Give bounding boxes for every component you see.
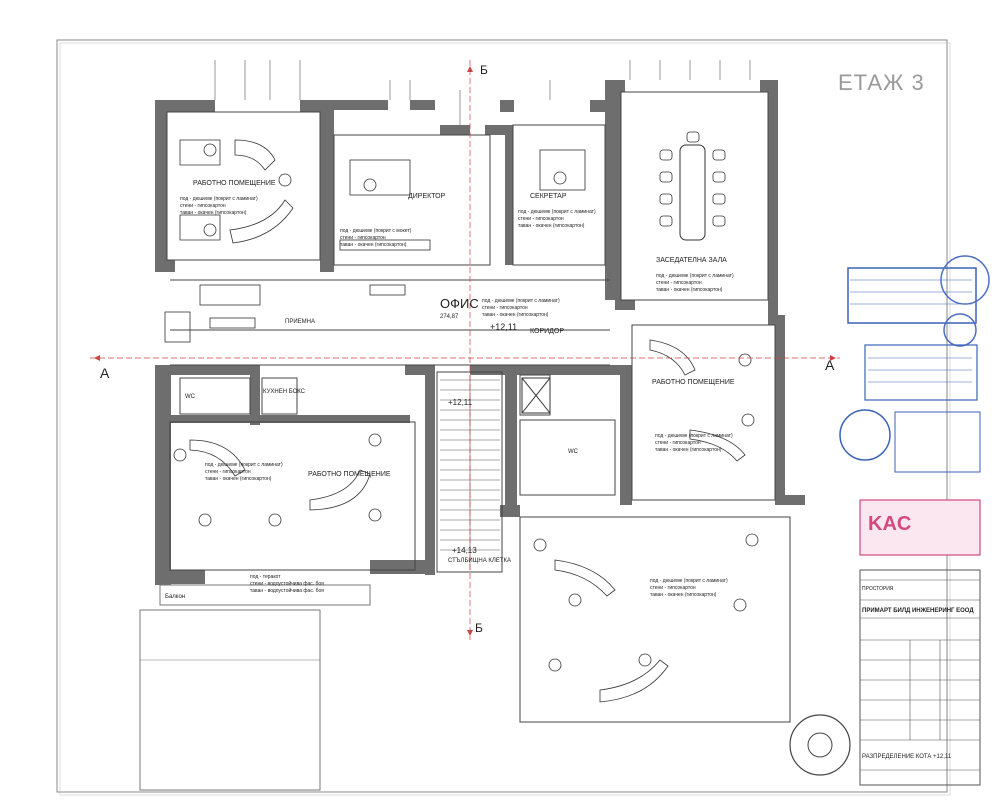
balcony-line3: таван - водоустойчива фас. боя: [250, 587, 324, 594]
balcony-line2: стени - водоустойчива фас. боя: [250, 580, 324, 587]
exterior-walls: [155, 80, 805, 585]
stamp-blue-seal-2: [943, 313, 977, 347]
stamp-blue-3: [894, 411, 981, 473]
seal-g: [789, 714, 851, 776]
work-room-sw-line3: таван - окачен (гипсокартон): [205, 476, 272, 482]
south-work-line1: под - дюшеме (покрит с ламинат): [650, 578, 728, 584]
drawing-frame: [56, 39, 948, 793]
section-markers: [94, 66, 836, 636]
work-room-nw-line1: под - дюшемe (покрит с ламинат): [180, 196, 258, 202]
section-lines: [90, 60, 840, 640]
work-room-sw-line1: под - дюшеме (покрит с ламинат): [205, 462, 283, 468]
adjacent-building: [139, 609, 321, 791]
meeting-line2: стени - гипсокартон: [656, 280, 702, 286]
work-room-sw-name: РАБОТНО ПОМЕЩЕНИЕ: [308, 471, 391, 478]
south-work-line2: стени - гипсокартон: [650, 585, 696, 591]
work-room-sw-line2: стени - гипсокартон: [205, 469, 251, 475]
kitchen-name: КУХНЕН БОКС: [263, 389, 306, 395]
axis-a-left: А: [100, 365, 110, 381]
secretary-line3: таван - окачен (гипсокартон): [518, 223, 585, 229]
work-room-nw-line2: стени - гипсокартон: [180, 203, 226, 209]
meeting-line3: таван - окачен (гипсокартон): [656, 287, 723, 293]
axis-b-bottom: Б: [475, 621, 483, 635]
svg-text:KAC: KAC: [868, 513, 911, 535]
corridor-name: КОРИДОР: [530, 328, 564, 335]
axis-b-top: Б: [480, 63, 488, 77]
meeting-name: ЗАСЕДАТЕЛНА ЗАЛА: [656, 257, 727, 264]
director-name: ДИРЕКТОР: [408, 193, 446, 200]
office-line2: стени - гипсокартон: [482, 305, 528, 311]
stamp-blue-1: [847, 267, 977, 324]
title-block-company: ПРИМАРТ БИЛД ИНЖЕНЕРИНГ ЕООД: [862, 608, 974, 614]
south-work-line3: таван - окачен (гипсокартон): [650, 592, 717, 598]
stamp-blue-seal-3: [839, 409, 891, 461]
stamp-blue-seal-1: [940, 255, 990, 305]
stamp-blue-2: [864, 344, 978, 401]
level-stair: +12,11: [448, 398, 473, 407]
secretary-line2: стени - гипсокартон: [518, 216, 564, 222]
secretary-line1: под - дюшеме (покрит с ламинат): [518, 209, 596, 215]
workstations: [164, 139, 759, 703]
balcony-name: Балкон: [165, 594, 185, 600]
title-block: [859, 569, 981, 786]
floor-label: ЕТАЖ 3: [838, 70, 925, 95]
reception-name: ПРИЕМНА: [285, 319, 315, 325]
meeting-line1: под - дюшеме (покрит с ламинат): [656, 273, 734, 279]
partitions: [166, 91, 791, 723]
office-line3: таван - окачен (гипсокартон): [482, 312, 549, 318]
stamp-pink: KAC: [859, 499, 981, 556]
drawing-frame-shadow: [59, 42, 951, 796]
secretary-name: СЕКРЕТАР: [530, 193, 567, 200]
director-line3: таван - окачен (гипсокартон): [340, 242, 407, 248]
work-room-e-line3: таван - окачен (гипсокартон): [655, 447, 722, 453]
work-room-nw-name: РАБОТНО ПОМЕЩЕНИЕ: [193, 180, 276, 187]
wc2-name: WC: [568, 449, 579, 455]
dimension-ticks: [214, 60, 751, 125]
stairs-name: СТЪЛБИЩНА КЛЕТКА: [448, 558, 511, 564]
work-room-nw-line3: таван - окачен (гипсокартон): [180, 210, 247, 216]
balcony-outline: [159, 584, 371, 606]
office-line1: под - дюшеме (покрит с ламинат): [482, 298, 560, 304]
work-room-e-line2: стени - гипсокартон: [655, 440, 701, 446]
title-block-sheet: РАЗПРЕДЕЛЕНИЕ КОТА +12,11: [862, 754, 952, 760]
balcony-line1: под - теракот: [250, 574, 281, 580]
office-name: ОФИС: [440, 296, 479, 311]
office-area: 274,87: [440, 314, 459, 320]
wc1-name: WC: [185, 394, 196, 400]
title-block-section: ПРОСТОРИЯ: [862, 586, 894, 592]
seal-g-inner: [807, 732, 833, 758]
axis-a-right: А: [825, 357, 835, 373]
elevator-shaft: [521, 377, 551, 414]
level-main: +12,11: [490, 322, 517, 332]
director-line2: стени - гипсокартон: [340, 235, 386, 241]
director-line1: под - дюшеме (покрит с мокет): [340, 228, 412, 234]
meeting-table: [659, 131, 726, 241]
level-landing: +14,13: [452, 546, 477, 555]
work-room-e-line1: под - дюшеме (покрит с ламинат): [655, 433, 733, 439]
work-room-e-name: РАБОТНО ПОМЕЩЕНИЕ: [652, 379, 735, 386]
